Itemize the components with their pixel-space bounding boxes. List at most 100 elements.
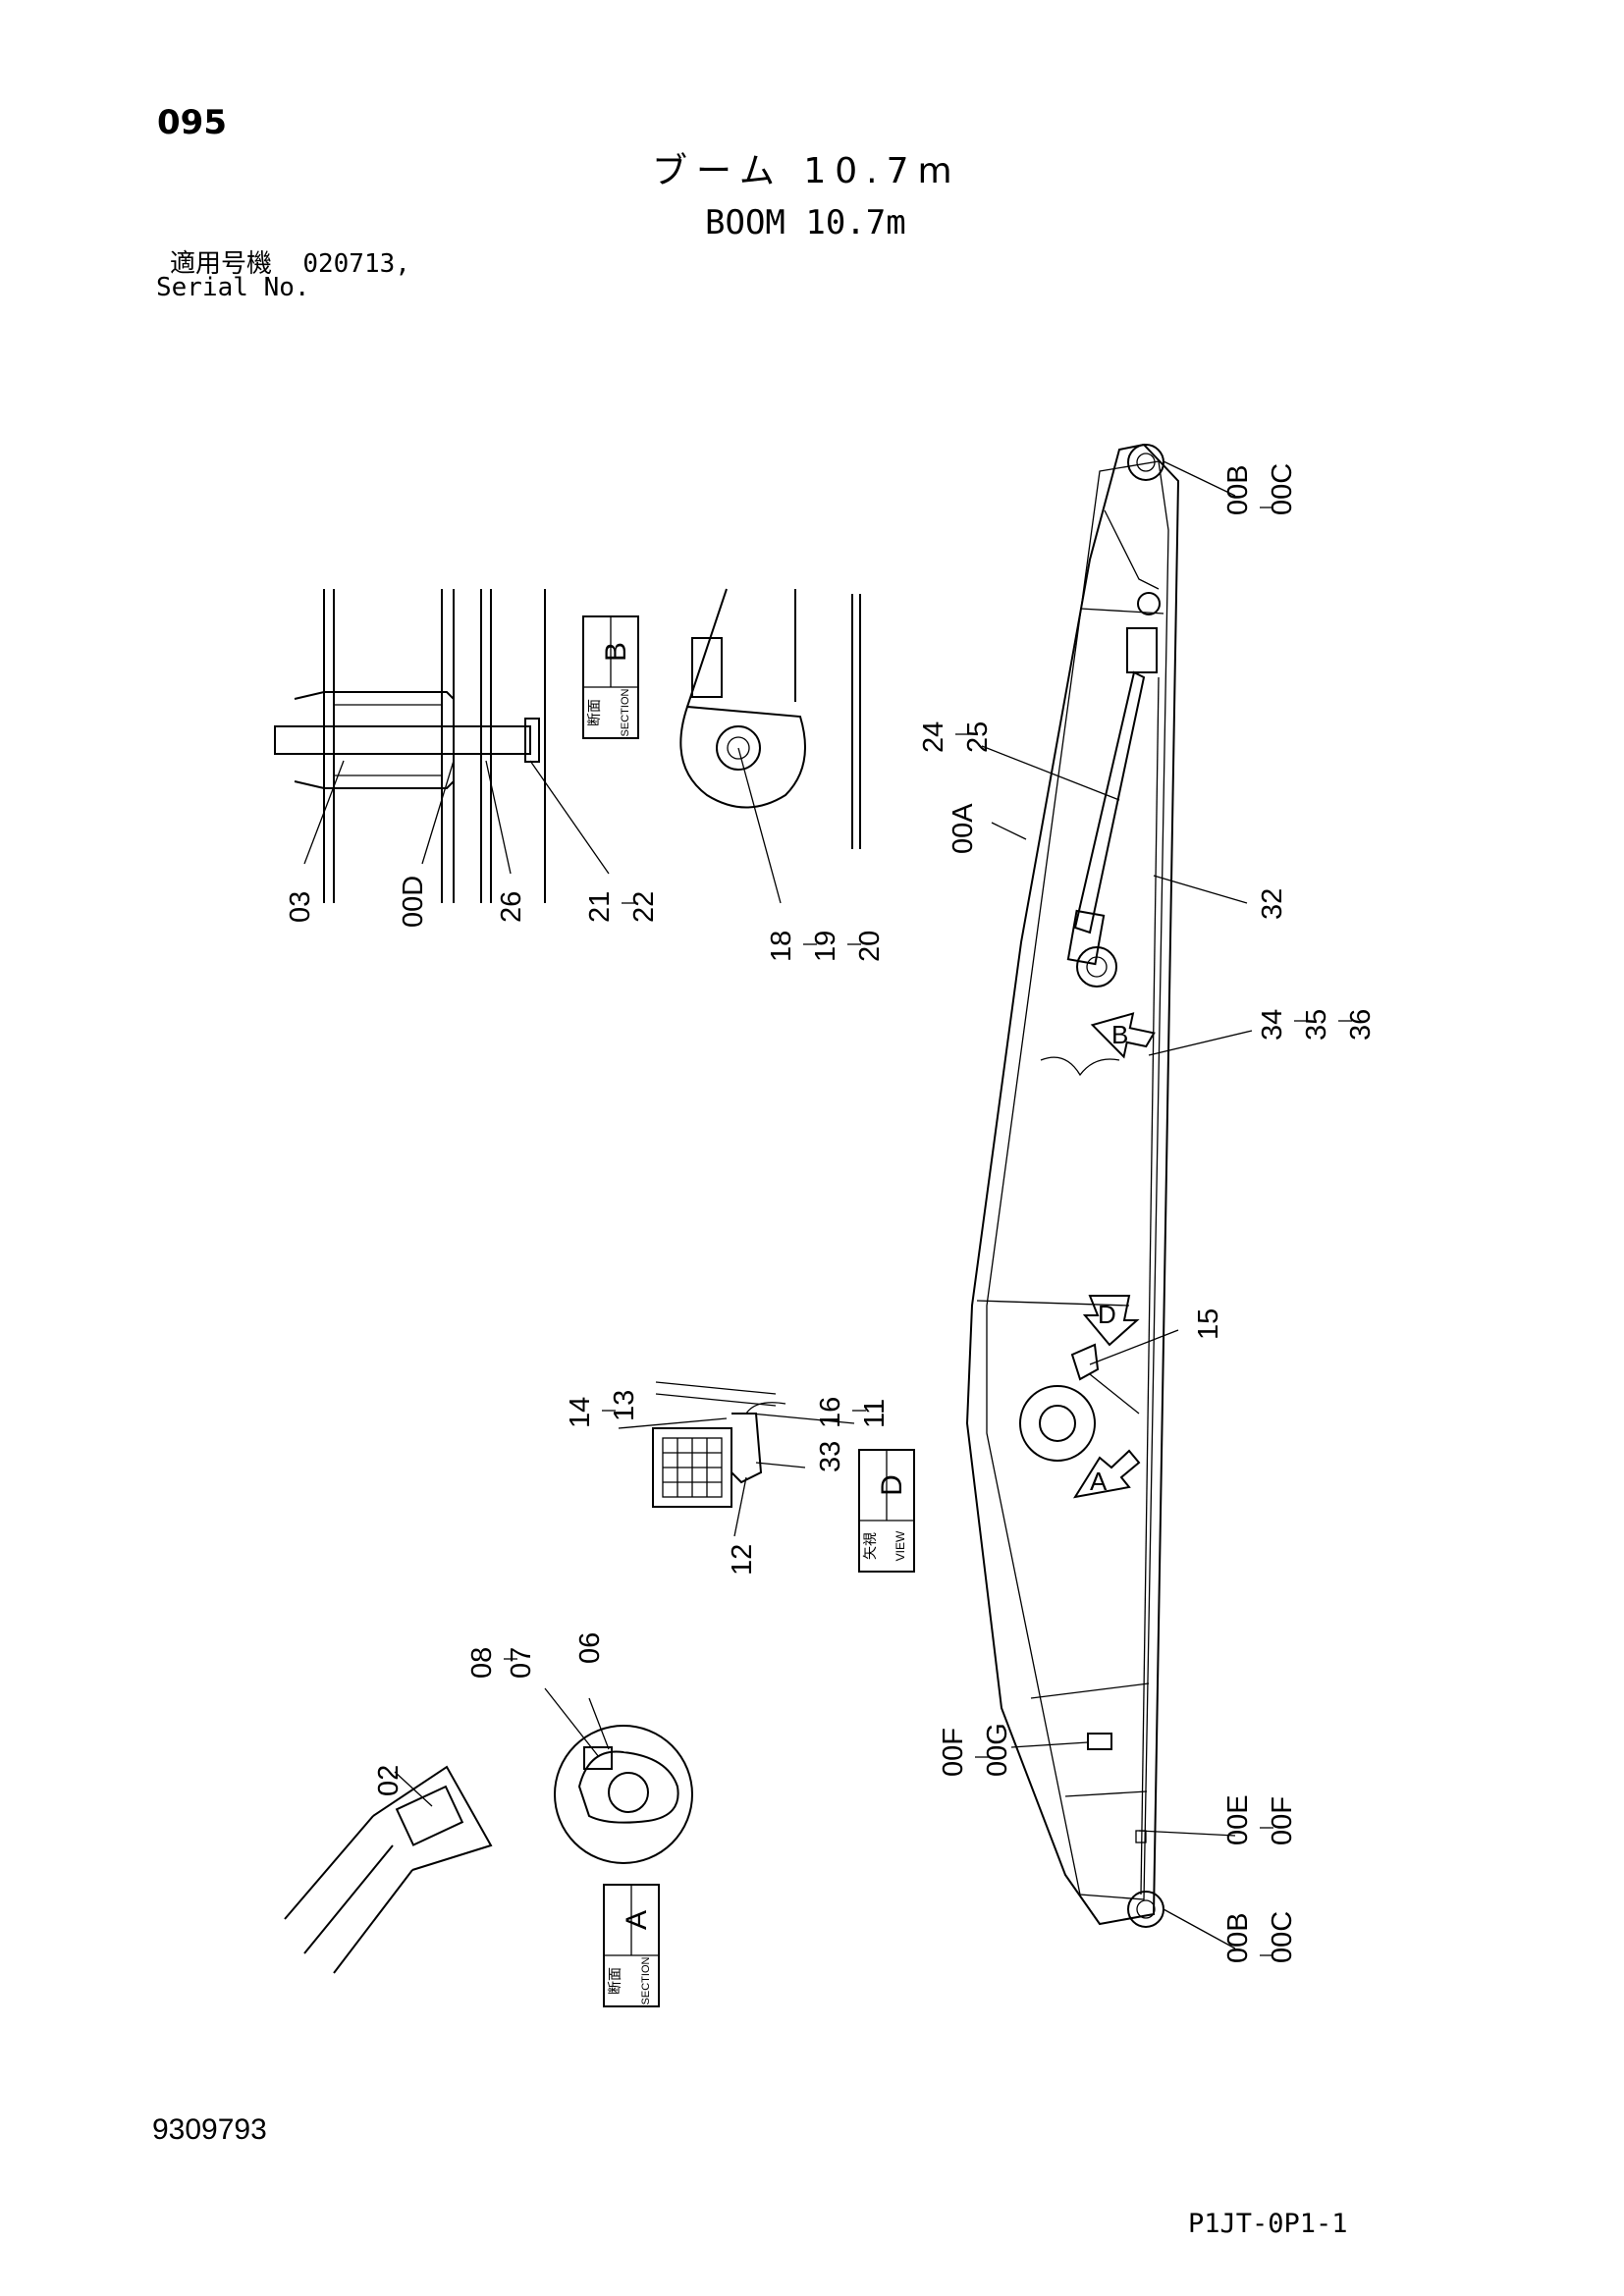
arrow-a-label: A <box>1090 1467 1108 1496</box>
leader-24 <box>981 745 1120 801</box>
sec-b-letter: B <box>600 642 632 662</box>
callout-11: 11 <box>859 1399 891 1428</box>
callout-labels: 00B 00C 00B 00C 00A 24 25 32 34 35 36 15… <box>285 463 1377 1963</box>
page-number: 095 <box>157 103 227 142</box>
serial-value: 020713, <box>302 249 410 279</box>
view-d-clamp <box>731 1413 763 1484</box>
callout-36: 36 <box>1345 1009 1377 1041</box>
callout-00d: 00D <box>398 876 429 928</box>
leader-bottom-pin <box>1163 1908 1236 1949</box>
callout-24: 24 <box>918 721 949 753</box>
leader-12 <box>733 1476 747 1537</box>
top-pin-bore <box>1136 453 1156 472</box>
callout-22: 22 <box>628 891 660 923</box>
cylinder-bottom-bore <box>1086 956 1108 978</box>
serial-label-ja: 適用号機 <box>170 249 273 279</box>
leader-03 <box>303 760 345 865</box>
leader-14 <box>618 1417 728 1429</box>
title-english: BOOM 10.7m <box>705 203 906 242</box>
view-d-detail: D 矢視 VIEW <box>652 1381 915 1573</box>
callout-18: 18 <box>766 931 797 962</box>
boom-rib-mid <box>976 1300 1130 1307</box>
sec-b-eye <box>679 705 806 809</box>
name-plate <box>1087 1733 1112 1750</box>
arrow-d-icon: D <box>1082 1295 1140 1347</box>
callout-12: 12 <box>727 1544 758 1575</box>
callout-00f-left: 00F <box>938 1728 969 1777</box>
callout-20: 20 <box>854 931 886 962</box>
view-d-word: VIEW <box>893 1530 907 1561</box>
callout-02: 02 <box>373 1765 405 1796</box>
serial-label-en: Serial No. <box>156 273 310 302</box>
boom-foot-boss <box>1019 1385 1096 1462</box>
callout-16: 16 <box>815 1397 846 1428</box>
leader-06 <box>588 1697 610 1750</box>
leader-34 <box>1148 1030 1253 1056</box>
view-d-line-2 <box>655 1393 777 1407</box>
callout-00c-top: 00C <box>1267 463 1298 515</box>
callout-15: 15 <box>1193 1308 1224 1340</box>
view-d-hose <box>745 1402 786 1415</box>
sec-a-boss <box>577 1750 679 1824</box>
callout-dashes <box>504 507 1352 1956</box>
leader-32 <box>1153 875 1248 904</box>
sheet-code: P1JT-0P1-1 <box>1188 2209 1348 2239</box>
leader-18 <box>737 747 782 904</box>
leader-02 <box>394 1771 433 1807</box>
view-d-label-box: D 矢視 VIEW <box>858 1449 915 1573</box>
cylinder-head <box>1126 627 1158 673</box>
sec-a-disc <box>554 1725 693 1864</box>
sec-a-letter: A <box>621 1910 653 1930</box>
callout-00b-top: 00B <box>1222 464 1254 515</box>
callout-34: 34 <box>1257 1009 1288 1041</box>
arrow-d-label: D <box>1098 1300 1116 1329</box>
boom-foot-bore <box>1039 1405 1076 1442</box>
cylinder-bottom-eye <box>1076 946 1117 988</box>
arrow-b-icon: B <box>1090 1012 1156 1059</box>
pipe-line <box>1140 676 1160 1896</box>
callout-35: 35 <box>1301 1009 1332 1041</box>
callout-14: 14 <box>565 1397 596 1428</box>
leader-top-pin <box>1163 460 1236 497</box>
sec-b-pin-head <box>524 718 540 763</box>
leader-15 <box>1089 1329 1179 1365</box>
callout-00f-right: 00F <box>1267 1796 1298 1845</box>
section-b-detail: B 断面 SECTION <box>274 588 861 903</box>
view-d-letter: D <box>876 1474 908 1496</box>
callout-07: 07 <box>506 1647 537 1679</box>
view-d-block <box>652 1427 732 1508</box>
sec-a-arm <box>284 1765 493 1974</box>
callout-26: 26 <box>496 891 527 923</box>
callout-00a: 00A <box>947 803 979 854</box>
sec-b-cyl-side-1 <box>686 588 728 708</box>
leader-21 <box>529 760 610 875</box>
callout-21: 21 <box>584 891 616 923</box>
callout-08: 08 <box>466 1647 498 1679</box>
sec-a-block <box>395 1785 464 1846</box>
leader-00e <box>1138 1830 1236 1837</box>
callout-25: 25 <box>962 721 994 753</box>
leader-00a <box>991 822 1027 840</box>
callout-00b-bottom: 00B <box>1222 1912 1254 1963</box>
bottom-pin-bore <box>1136 1899 1156 1919</box>
boom-rib-top <box>1079 608 1164 614</box>
callout-33: 33 <box>815 1441 846 1472</box>
sec-a-grease <box>583 1746 613 1770</box>
sec-b-pin <box>274 725 531 755</box>
arrow-a-icon: A <box>1072 1449 1141 1499</box>
callout-00e: 00E <box>1222 1794 1254 1845</box>
arrow-b-label: B <box>1111 1020 1128 1049</box>
callout-03: 03 <box>285 891 316 923</box>
serial-applicability: 適用号機 020713, <box>170 251 410 277</box>
leader-33 <box>755 1462 806 1468</box>
hose-top <box>1104 509 1160 590</box>
sec-b-bearing-bore <box>727 736 750 760</box>
callout-00c-bottom: 00C <box>1267 1911 1298 1963</box>
sec-a-label-box: A 断面 SECTION <box>603 1884 660 2007</box>
leader-00f <box>1010 1741 1089 1748</box>
sec-a-word: SECTION <box>640 1957 652 2005</box>
callout-19: 19 <box>810 931 841 962</box>
view-d-line-1 <box>655 1381 777 1395</box>
callout-32: 32 <box>1257 888 1288 920</box>
